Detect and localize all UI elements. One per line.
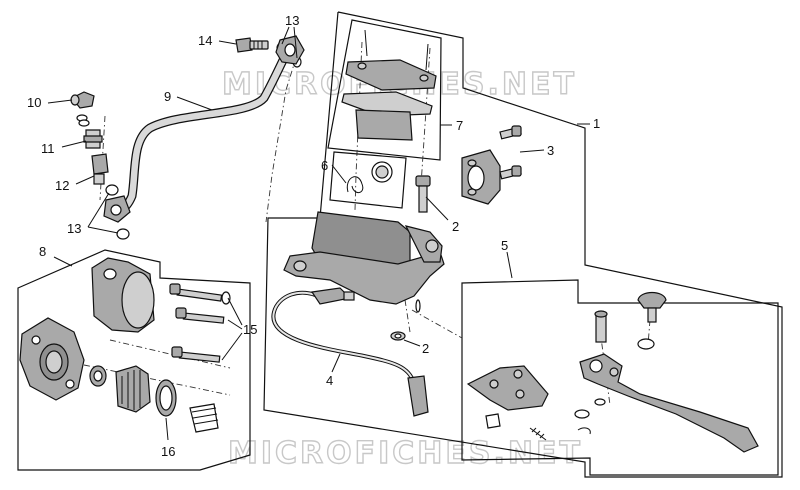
callout-13-top: 13 bbox=[285, 13, 299, 28]
master-cylinder-body bbox=[283, 211, 445, 305]
float-clip-part bbox=[329, 151, 407, 209]
callout-4: 4 bbox=[326, 373, 333, 388]
callout-12: 12 bbox=[55, 178, 69, 193]
screw-upper-part bbox=[415, 175, 431, 213]
slave-cylinder-group-box bbox=[17, 249, 251, 471]
lever-assembly-part bbox=[466, 291, 759, 453]
callout-15: 15 bbox=[243, 322, 257, 337]
callout-labels: 1 2 2 3 4 5 6 7 8 9 10 11 12 13 13 14 15… bbox=[27, 13, 600, 459]
watermark-bottom: MICROFICHES.NET bbox=[228, 436, 583, 471]
clutch-hose-part bbox=[103, 35, 305, 223]
washer-lower-part bbox=[390, 331, 406, 341]
handlebar-clamp-part bbox=[461, 125, 522, 205]
callout-10: 10 bbox=[27, 95, 41, 110]
slave-cylinder-part bbox=[19, 257, 219, 433]
lever-group-box bbox=[461, 279, 779, 476]
callout-7: 7 bbox=[456, 118, 463, 133]
clutch-switch-part bbox=[271, 287, 429, 417]
callout-2-upper: 2 bbox=[452, 219, 459, 234]
o-rings-small bbox=[76, 114, 90, 127]
bleed-union-part bbox=[91, 153, 109, 185]
main-assembly-outline bbox=[263, 11, 783, 478]
callout-1: 1 bbox=[593, 116, 600, 131]
reservoir-cap-part bbox=[341, 29, 437, 141]
callout-8: 8 bbox=[39, 244, 46, 259]
banjo-bolt-part bbox=[235, 37, 269, 53]
callout-13-left: 13 bbox=[67, 221, 81, 236]
callout-9: 9 bbox=[164, 89, 171, 104]
callout-3: 3 bbox=[547, 143, 554, 158]
callout-14: 14 bbox=[198, 33, 212, 48]
copper-washers-left bbox=[105, 184, 130, 240]
reservoir-group-box bbox=[327, 19, 442, 161]
elbow-union-part bbox=[70, 91, 95, 109]
callout-16: 16 bbox=[161, 444, 175, 459]
callout-2-lower: 2 bbox=[422, 341, 429, 356]
bolts-part bbox=[169, 283, 231, 363]
callout-11: 11 bbox=[41, 141, 55, 156]
callout-5: 5 bbox=[501, 238, 508, 253]
construction-lines bbox=[83, 41, 651, 406]
adapter-fitting-part bbox=[83, 129, 103, 149]
leader-lines bbox=[47, 26, 590, 441]
callout-6: 6 bbox=[321, 158, 328, 173]
